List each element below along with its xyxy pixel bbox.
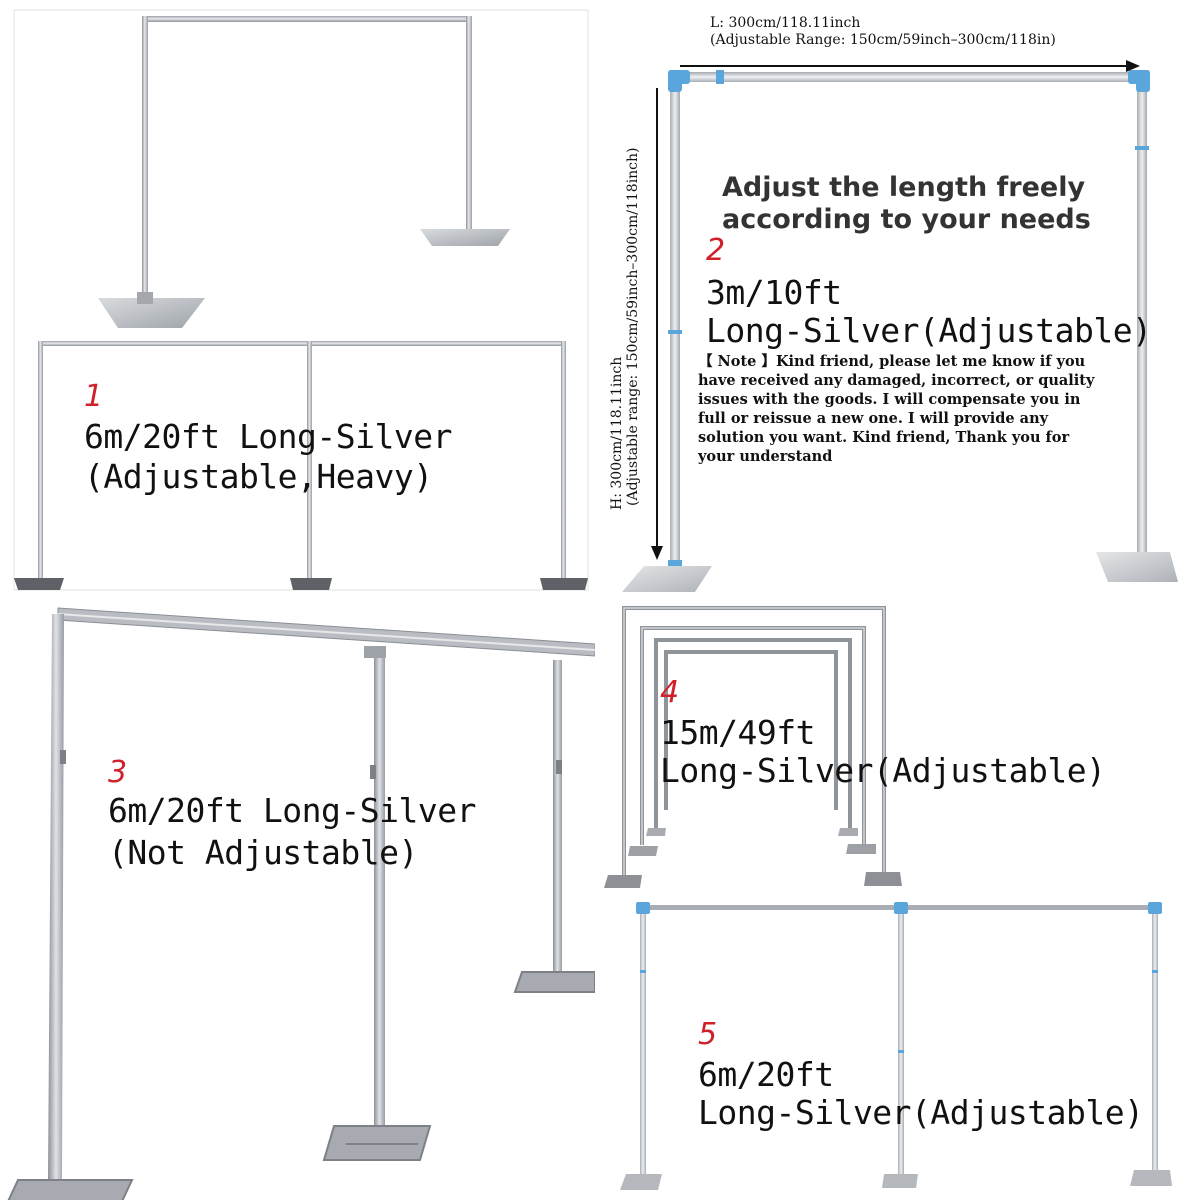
panel-stand-1: 1 6m/20ft Long-Silver (Adjustable,Heavy) [0, 0, 595, 595]
panel-stand-2: L: 300cm/118.11inch (Adjustable Range: 1… [600, 0, 1200, 598]
note-line-1: 【 Note 】Kind friend, please let me know … [698, 353, 1086, 370]
stand-4-label-line-1: 15m/49ft [660, 713, 815, 752]
stand-1-label-line-1: 6m/20ft Long-Silver [84, 417, 453, 456]
note-line-5: solution you want. Kind friend, Thank yo… [698, 429, 1070, 446]
stand-5-number: 5 [698, 1017, 718, 1052]
note-line-4: full or reissue a new one. I will provid… [698, 410, 1049, 427]
stand-2-label-line-1: 3m/10ft [706, 273, 842, 312]
note-line-3: issues with the goods. I will compensate… [698, 391, 1081, 408]
stand-2-label-line-2: Long-Silver(Adjustable) [706, 311, 1152, 350]
stand-1-number: 1 [84, 379, 104, 414]
stand-2-illustration [622, 60, 1178, 592]
stand-4-illustration [604, 606, 902, 888]
length-dimension-line-1: L: 300cm/118.11inch [710, 15, 861, 31]
stand-3-label-line-2: (Not Adjustable) [108, 833, 418, 872]
adjust-headline-line-2: according to your needs [722, 204, 1091, 235]
stand-5-illustration [620, 902, 1172, 1190]
stand-2-number: 2 [706, 233, 726, 268]
stand-3-number: 3 [108, 755, 128, 790]
stand-1-illustration [13, 9, 589, 591]
stand-1-label-line-2: (Adjustable,Heavy) [84, 457, 433, 496]
panel-stand-3: 3 6m/20ft Long-Silver (Not Adjustable) [0, 600, 595, 1200]
stand-3-illustration [7, 607, 595, 1200]
height-dimension-line-2: (Adjustable range: 150cm/59inch–300cm/11… [625, 147, 641, 506]
stand-4-number: 4 [660, 675, 680, 710]
note-line-6: your understand [698, 448, 833, 465]
panel-stand-4: 4 15m/49ft Long-Silver(Adjustable) [600, 600, 1200, 900]
stand-5-label-line-1: 6m/20ft [698, 1055, 834, 1094]
length-dimension-line-2: (Adjustable Range: 150cm/59inch–300cm/11… [710, 32, 1056, 48]
panel-stand-5: 5 6m/20ft Long-Silver(Adjustable) [600, 900, 1200, 1200]
stand-4-label-line-2: Long-Silver(Adjustable) [660, 751, 1106, 790]
stand-5-label-line-2: Long-Silver(Adjustable) [698, 1093, 1144, 1132]
adjust-headline-line-1: Adjust the length freely [722, 172, 1086, 203]
note-line-2: have received any damaged, incorrect, or… [698, 372, 1095, 389]
stand-3-label-line-1: 6m/20ft Long-Silver [108, 791, 477, 830]
